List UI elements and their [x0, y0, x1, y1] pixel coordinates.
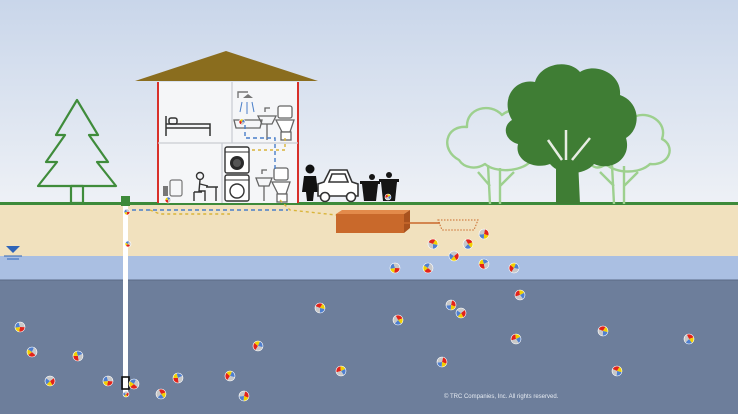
pfas-particle-icon	[128, 378, 140, 390]
pfas-particle-icon	[164, 196, 172, 204]
pfas-particle-icon	[238, 118, 246, 126]
toilet-icon	[274, 105, 295, 141]
pfas-particle-icon	[427, 238, 439, 250]
pfas-particle-icon	[462, 238, 474, 250]
water-table-marker-icon	[4, 246, 22, 260]
pfas-particle-icon	[478, 228, 490, 240]
roof	[135, 51, 318, 81]
bed-icon	[165, 116, 211, 136]
kitchen-sink-icon	[255, 169, 273, 201]
pfas-particle-icon	[445, 299, 457, 311]
oak-tree-icon	[505, 64, 637, 204]
car-icon	[317, 169, 359, 203]
pfas-particle-icon	[102, 375, 114, 387]
pfas-particle-icon	[422, 262, 434, 274]
pfas-particle-icon	[392, 314, 404, 326]
dryer-icon	[224, 174, 250, 202]
pfas-particle-icon	[44, 375, 56, 387]
pine-tree-icon	[36, 98, 118, 205]
water-table-band	[0, 256, 738, 280]
pfas-particle-icon	[448, 250, 460, 262]
septic-tank-icon	[336, 210, 410, 233]
pfas-particle-icon	[26, 346, 38, 358]
washing-machine-icon	[224, 146, 250, 174]
pfas-particle-icon	[389, 262, 401, 274]
plumbing-pipes	[125, 125, 337, 216]
pfas-particle-icon	[122, 390, 130, 398]
pfas-particle-icon	[335, 365, 347, 377]
pfas-particle-icon	[478, 258, 490, 270]
pfas-particle-icon	[597, 325, 609, 337]
copyright-text: © TRC Companies, Inc. All rights reserve…	[444, 394, 559, 400]
pfas-particle-icon	[384, 193, 392, 201]
pfas-particle-icon	[224, 370, 236, 382]
pfas-particle-icon	[124, 240, 132, 248]
ground-surface	[0, 202, 738, 205]
pfas-particles	[14, 118, 695, 402]
pfas-particle-icon	[14, 321, 26, 333]
pfas-particle-icon	[314, 302, 326, 314]
drain-field	[404, 219, 479, 231]
kitchen-items-icon	[163, 179, 183, 197]
pfas-particle-icon	[252, 340, 264, 352]
toilet-icon-lower	[270, 167, 291, 203]
pfas-particle-icon	[514, 289, 526, 301]
pfas-particle-icon	[683, 333, 695, 345]
pfas-particle-icon	[72, 350, 84, 362]
person-icon	[302, 164, 318, 201]
pfas-particle-icon	[455, 307, 467, 319]
pfas-particle-icon	[611, 365, 623, 377]
desk-person-icon	[193, 171, 218, 201]
pfas-particle-icon	[172, 372, 184, 384]
shower-icon	[233, 91, 263, 129]
pfas-particle-icon	[155, 388, 167, 400]
pfas-particle-icon	[436, 356, 448, 368]
pfas-particle-icon	[238, 390, 250, 402]
pfas-particle-icon	[508, 262, 520, 274]
pfas-particle-icon	[123, 208, 131, 216]
pfas-particle-icon	[510, 333, 522, 345]
